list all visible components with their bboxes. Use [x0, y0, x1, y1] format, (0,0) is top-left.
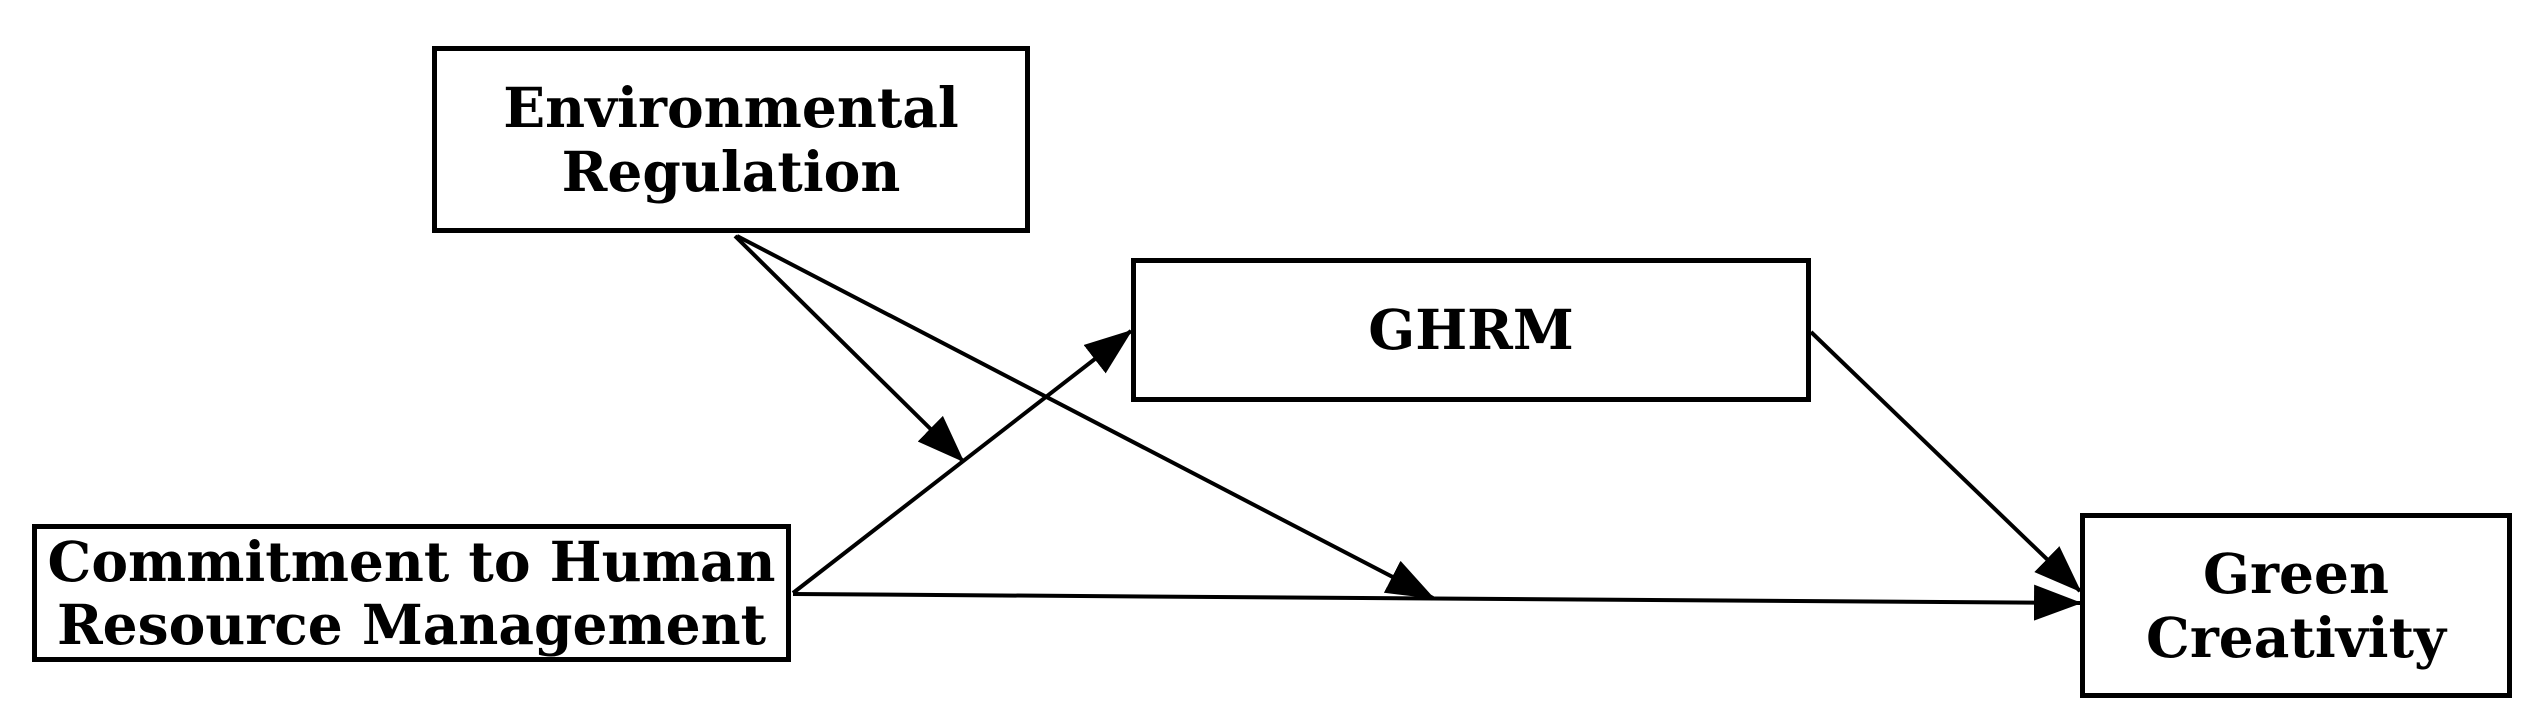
- edge-commitment-to-green-creativity-arrow: [792, 584, 2082, 621]
- node-environmental-regulation: Environmental Regulation: [432, 46, 1030, 233]
- node-green-creativity-line1: Green: [2203, 541, 2389, 607]
- edge-ghrm-to-green-creativity-arrow: [1809, 330, 2082, 593]
- node-commitment-to-human-resource-management: Commitment to Human Resource Management: [32, 524, 791, 662]
- node-ghrm: GHRM: [1131, 258, 1811, 402]
- node-environmental-regulation-line1: Environmental: [503, 75, 959, 141]
- edge-environmental-regulation-moderation-on-commitment-ghrm-arrow: [733, 234, 965, 463]
- node-commitment-line1: Commitment to Human: [47, 528, 776, 594]
- node-ghrm-label: GHRM: [1368, 297, 1574, 363]
- node-green-creativity: Green Creativity: [2080, 513, 2512, 698]
- node-commitment-line2: Resource Management: [56, 592, 767, 657]
- node-green-creativity-line2: Creativity: [2146, 604, 2446, 670]
- edge-environmental-regulation-moderation-on-commitment-green-creativity-arrow: [736, 234, 1435, 600]
- node-environmental-regulation-line2: Regulation: [561, 138, 901, 204]
